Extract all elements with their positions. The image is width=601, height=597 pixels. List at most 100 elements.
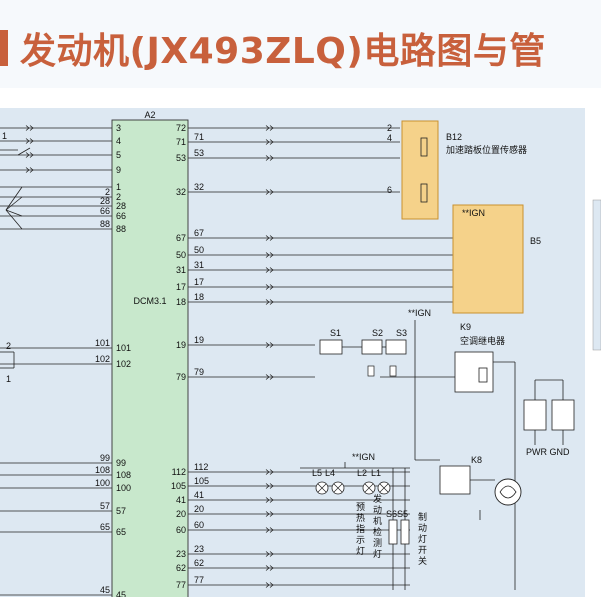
right-wire-number: 67 [194, 228, 204, 238]
left-pin-number: 102 [116, 359, 131, 369]
right-pin-number: 53 [176, 153, 186, 163]
wire [17, 147, 31, 156]
right-wire-number: 20 [194, 504, 204, 514]
lamp-l4-label: L4 [325, 468, 335, 478]
right-wire-number: 79 [194, 367, 204, 377]
switch-s5-label: S5 [397, 509, 408, 519]
wire [5, 209, 23, 230]
right-wire-number: 53 [194, 148, 204, 158]
right-wire-number: 19 [194, 335, 204, 345]
gnd-box [551, 399, 575, 431]
wire [5, 209, 23, 217]
right-pin-number: 77 [176, 580, 186, 590]
lamp-l5-label: L5 [312, 468, 322, 478]
right-edge-box [592, 199, 601, 351]
right-wire-number: 23 [194, 544, 204, 554]
sensor-b12 [401, 120, 439, 220]
left-pin-number: 28 [116, 201, 126, 211]
right-wire-number: 77 [194, 575, 204, 585]
vertical-label-preheat: 预热指示灯 [356, 502, 365, 557]
far-left-label: 1 [2, 131, 7, 141]
right-connector [265, 551, 274, 557]
right-pin-number: 112 [172, 467, 186, 477]
left-pin-number: 4 [116, 136, 121, 146]
left-pin-number: 65 [116, 527, 126, 537]
lamp-cross [364, 483, 374, 493]
right-pin-number: 31 [176, 265, 186, 275]
switch-block-b5 [452, 204, 524, 314]
right-connector [265, 469, 274, 475]
wire [5, 196, 23, 211]
right-wire-number: 31 [194, 260, 204, 270]
right-pin-number: 32 [176, 187, 186, 197]
right-wire-number: 112 [194, 462, 208, 472]
right-wire-number: 105 [194, 476, 209, 486]
resistor [420, 183, 428, 203]
right-connector [265, 235, 274, 241]
lamp-l1-label: L1 [371, 468, 381, 478]
relay-coil [478, 367, 488, 383]
left-wire-number: 57 [100, 501, 110, 511]
right-wire-number: 17 [194, 277, 204, 287]
right-pin-number: 50 [176, 250, 186, 260]
left-wire-number: 102 [95, 354, 110, 364]
switch-s2 [361, 339, 383, 355]
switch-s3-label: S3 [396, 328, 407, 338]
lamp-cross [379, 483, 389, 493]
right-pin-number: 41 [176, 495, 186, 505]
left-wire-number: 45 [100, 585, 110, 595]
right-connector [265, 139, 274, 145]
right-edge-strip [585, 370, 601, 597]
b12-name: 加速踏板位置传感器 [446, 144, 527, 156]
left-connector [25, 138, 34, 144]
fuse [367, 365, 375, 377]
right-connector [265, 483, 274, 489]
right-connector [265, 374, 274, 380]
left-connector [25, 152, 34, 158]
left-pin-number: 66 [116, 211, 126, 221]
right-connector [265, 125, 274, 131]
b12-pin: 4 [387, 133, 392, 143]
b12-id: B12 [446, 132, 462, 142]
switch-s2-label: S2 [372, 328, 383, 338]
b12-pin: 2 [387, 123, 392, 133]
b5-ign-label: **IGN [462, 208, 485, 218]
left-wire-number: 100 [95, 478, 110, 488]
vertical-label-engine-check: 发动机检测灯 [373, 493, 382, 560]
motor-symbol [499, 485, 517, 499]
ign-label-3: **IGN [352, 452, 375, 462]
right-wire-number: 71 [194, 132, 204, 142]
fuse [389, 365, 397, 377]
pwr-box [523, 399, 547, 431]
left-wire-number: 99 [100, 453, 110, 463]
switch-s1-label: S1 [330, 328, 341, 338]
title-accent-bar [0, 30, 8, 66]
right-pin-number: 72 [176, 123, 186, 133]
right-pin-number: 71 [176, 137, 186, 147]
right-connector [265, 299, 274, 305]
right-connector [265, 252, 274, 258]
relay-k9-id: K9 [460, 322, 471, 332]
left-connector [25, 125, 34, 131]
right-pin-number: 23 [176, 549, 186, 559]
right-connector [265, 284, 274, 290]
right-wire-number: 62 [194, 558, 204, 568]
left-wire-number: 88 [100, 219, 110, 229]
left-wire-number: 101 [95, 338, 110, 348]
b12-pin: 6 [387, 185, 392, 195]
b5-id: B5 [530, 236, 541, 246]
switch-s6-label: S6 [386, 509, 397, 519]
lamp-l2-label: L2 [357, 468, 367, 478]
right-wire-number: 32 [194, 182, 204, 192]
module-name: A2 [144, 110, 155, 120]
right-wire-number: 50 [194, 245, 204, 255]
left-wire-number: 65 [100, 522, 110, 532]
right-pin-number: 20 [176, 509, 186, 519]
left-pin-number: 108 [116, 470, 131, 480]
wire [5, 186, 23, 211]
right-connector [265, 267, 274, 273]
pwr-gnd-label: PWR GND [526, 447, 570, 457]
left-pin-number: 5 [116, 150, 121, 160]
right-connector [265, 342, 274, 348]
